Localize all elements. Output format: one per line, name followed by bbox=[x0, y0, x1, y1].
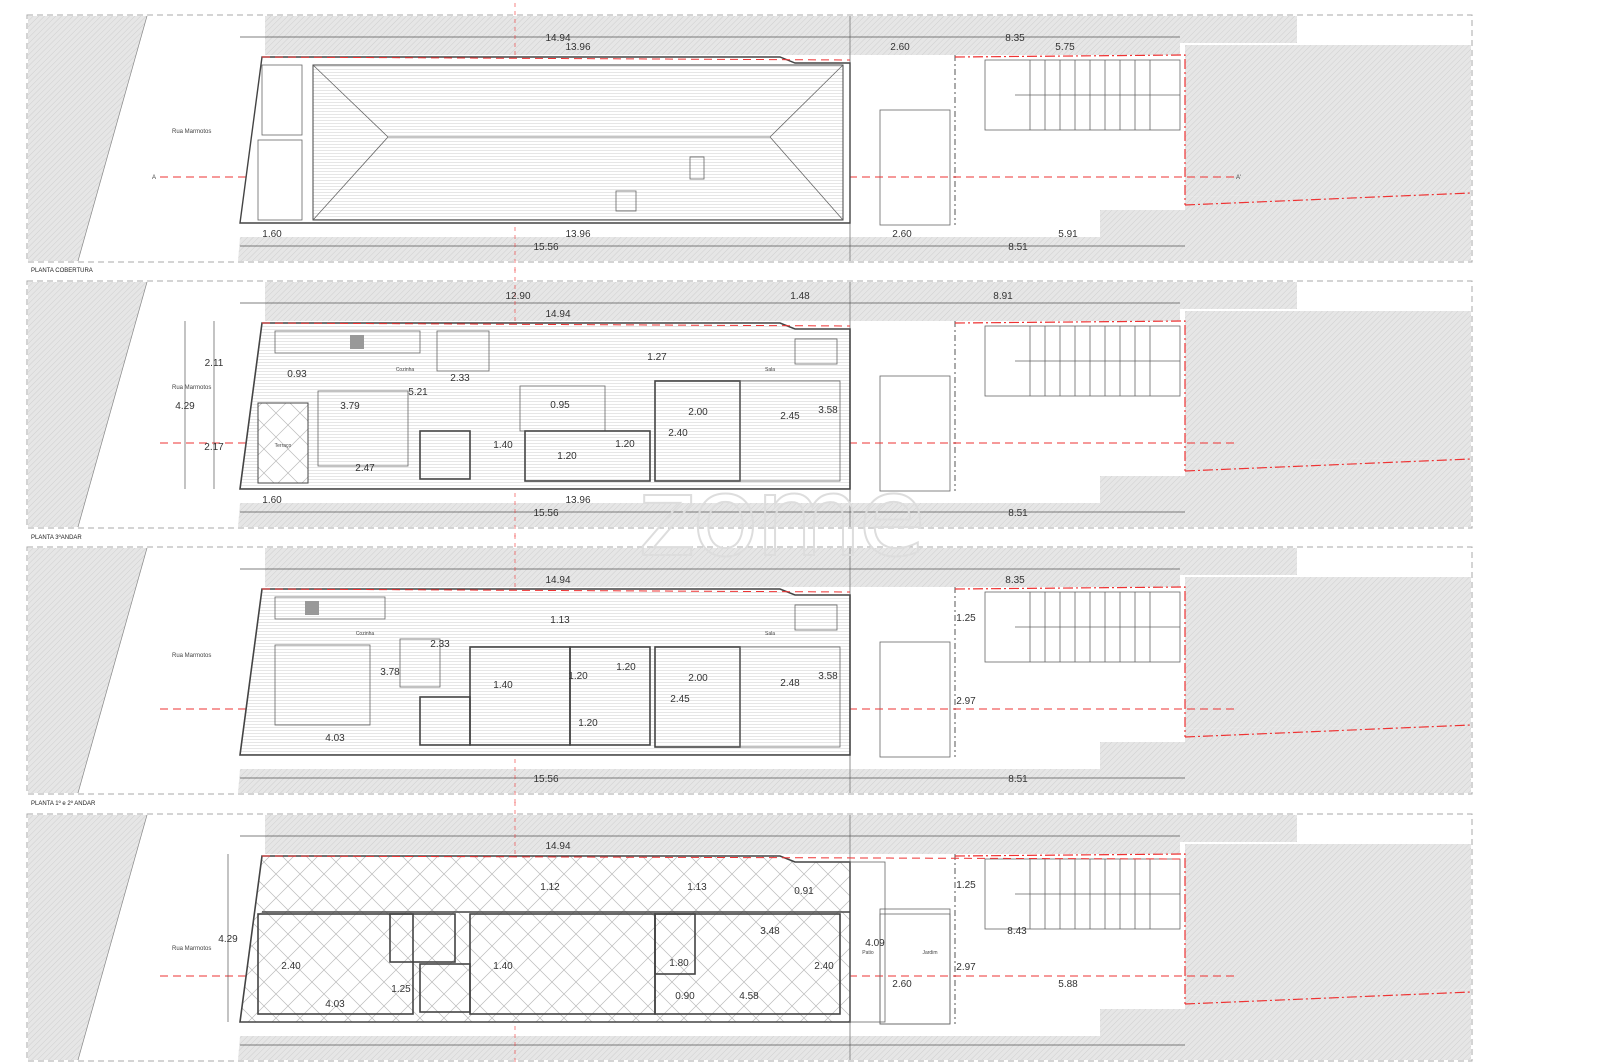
street-label: Rua Marmotos bbox=[172, 129, 211, 135]
dimension-label: 8.51 bbox=[1008, 774, 1028, 785]
dimension-label: 1.20 bbox=[557, 451, 577, 462]
dimension-label: 13.96 bbox=[565, 229, 590, 240]
room-label: Sala bbox=[765, 367, 775, 373]
dimension-label: 2.40 bbox=[814, 961, 834, 972]
room-label: Jardim bbox=[922, 950, 937, 956]
dimension-label: 1.48 bbox=[790, 291, 810, 302]
dimension-label: 1.20 bbox=[616, 662, 636, 673]
dimension-label: 14.94 bbox=[545, 33, 570, 44]
room-label: Cozinha bbox=[396, 367, 415, 373]
dimension-label: 5.75 bbox=[1055, 42, 1075, 53]
dimension-label: 13.96 bbox=[565, 42, 590, 53]
dimension-label: 12.90 bbox=[505, 291, 530, 302]
watermark-logo: zome bbox=[638, 453, 922, 581]
dimension-label: 3.79 bbox=[340, 401, 360, 412]
dimension-label: 2.47 bbox=[355, 463, 375, 474]
dimension-label: 8.91 bbox=[993, 291, 1013, 302]
dimension-label: 1.25 bbox=[956, 880, 976, 891]
dimension-label: 1.40 bbox=[493, 961, 513, 972]
dimension-label: 1.13 bbox=[550, 615, 570, 626]
dimension-label: 3.58 bbox=[818, 405, 838, 416]
dimension-label: 8.43 bbox=[1007, 926, 1027, 937]
dimension-label: 2.40 bbox=[281, 961, 301, 972]
section-mark-a-prime: A' bbox=[1236, 175, 1241, 181]
dimension-label: 2.48 bbox=[780, 678, 800, 689]
dimension-label: 2.60 bbox=[892, 979, 912, 990]
dimension-label: 1.60 bbox=[262, 495, 282, 506]
dimension-label: 2.97 bbox=[956, 962, 976, 973]
dimension-label: 2.45 bbox=[780, 411, 800, 422]
dimension-label: 2.00 bbox=[688, 407, 708, 418]
dimension-label: 1.60 bbox=[262, 229, 282, 240]
dimension-label: 1.20 bbox=[615, 439, 635, 450]
dimension-label: 1.27 bbox=[647, 352, 667, 363]
dimension-label: 0.95 bbox=[550, 400, 570, 411]
dimension-label: 2.45 bbox=[670, 694, 690, 705]
panel-third-floor-plan: Rua Marmotos Cozinha Sala Terraço 12.90 … bbox=[26, 268, 1473, 542]
dimension-label: 15.56 bbox=[533, 242, 558, 253]
dimension-label: 2.00 bbox=[688, 673, 708, 684]
dimension-label: 5.88 bbox=[1058, 979, 1078, 990]
dimension-label: 2.40 bbox=[668, 428, 688, 439]
dimension-label: 4.09 bbox=[865, 938, 885, 949]
dimension-label: 3.58 bbox=[818, 671, 838, 682]
dimension-label: 2.97 bbox=[956, 696, 976, 707]
dimension-label: 2.33 bbox=[430, 639, 450, 650]
dimension-label: 8.35 bbox=[1005, 33, 1025, 44]
dimension-label: 14.94 bbox=[545, 575, 570, 586]
panel-ground-floor-plan: Rua Marmotos Patio Jardim 14.94 1.12 1.1… bbox=[26, 801, 1473, 1062]
panel-first-second-floor-plan: Rua Marmotos Cozinha Sala 14.94 8.35 1.1… bbox=[26, 534, 1473, 808]
panel-title: PLANTA 3ºANDAR bbox=[31, 534, 82, 541]
dimension-label: 14.94 bbox=[545, 841, 570, 852]
dimension-label: 15.56 bbox=[533, 774, 558, 785]
dimension-label: 8.51 bbox=[1008, 508, 1028, 519]
dimension-label: 8.35 bbox=[1005, 575, 1025, 586]
dimension-label: 4.58 bbox=[739, 991, 759, 1002]
dimension-label: 3.48 bbox=[760, 926, 780, 937]
dimension-label: 1.40 bbox=[493, 440, 513, 451]
dimension-label: 4.03 bbox=[325, 999, 345, 1010]
dimension-label: 4.29 bbox=[175, 401, 195, 412]
dimension-label: 14.94 bbox=[545, 309, 570, 320]
dimension-label: 2.17 bbox=[204, 442, 224, 453]
dimension-label: 1.12 bbox=[540, 882, 560, 893]
dimension-label: 1.13 bbox=[687, 882, 707, 893]
dimension-label: 0.90 bbox=[675, 991, 695, 1002]
dimension-label: 15.56 bbox=[533, 508, 558, 519]
room-label: Cozinha bbox=[356, 631, 375, 637]
room-label: Sala bbox=[765, 631, 775, 637]
panel-title: PLANTA 1º e 2º ANDAR bbox=[31, 800, 96, 807]
dimension-label: 2.60 bbox=[892, 229, 912, 240]
dimension-label: 13.96 bbox=[565, 495, 590, 506]
section-mark-a: A bbox=[152, 175, 156, 181]
room-label: Terraço bbox=[275, 443, 292, 449]
dimension-label: 1.40 bbox=[493, 680, 513, 691]
dimension-label: 3.78 bbox=[380, 667, 400, 678]
dimension-label: 1.20 bbox=[568, 671, 588, 682]
panel-roof-plan: Rua Marmotos A A' 14.94 13.96 2.60 8.35 … bbox=[26, 2, 1473, 276]
dimension-label: 4.03 bbox=[325, 733, 345, 744]
dimension-label: 2.60 bbox=[890, 42, 910, 53]
dimension-label: 1.25 bbox=[956, 613, 976, 624]
dimension-label: 5.21 bbox=[408, 387, 428, 398]
dimension-label: 0.91 bbox=[794, 886, 814, 897]
street-label: Rua Marmotos bbox=[172, 653, 211, 659]
panel-title: PLANTA COBERTURA bbox=[31, 268, 93, 274]
dimension-label: 1.25 bbox=[391, 984, 411, 995]
dimension-label: 5.91 bbox=[1058, 229, 1078, 240]
dimension-label: 4.29 bbox=[218, 934, 238, 945]
street-label: Rua Marmotos bbox=[172, 946, 211, 952]
street-label: Rua Marmotos bbox=[172, 385, 211, 391]
dimension-label: 8.51 bbox=[1008, 242, 1028, 253]
dimension-label: 2.11 bbox=[205, 358, 224, 369]
dimension-label: 1.80 bbox=[669, 958, 689, 969]
dimension-label: 1.20 bbox=[578, 718, 598, 729]
room-label: Patio bbox=[862, 950, 874, 956]
dimension-label: 0.93 bbox=[287, 369, 307, 380]
dimension-label: 2.33 bbox=[450, 373, 470, 384]
